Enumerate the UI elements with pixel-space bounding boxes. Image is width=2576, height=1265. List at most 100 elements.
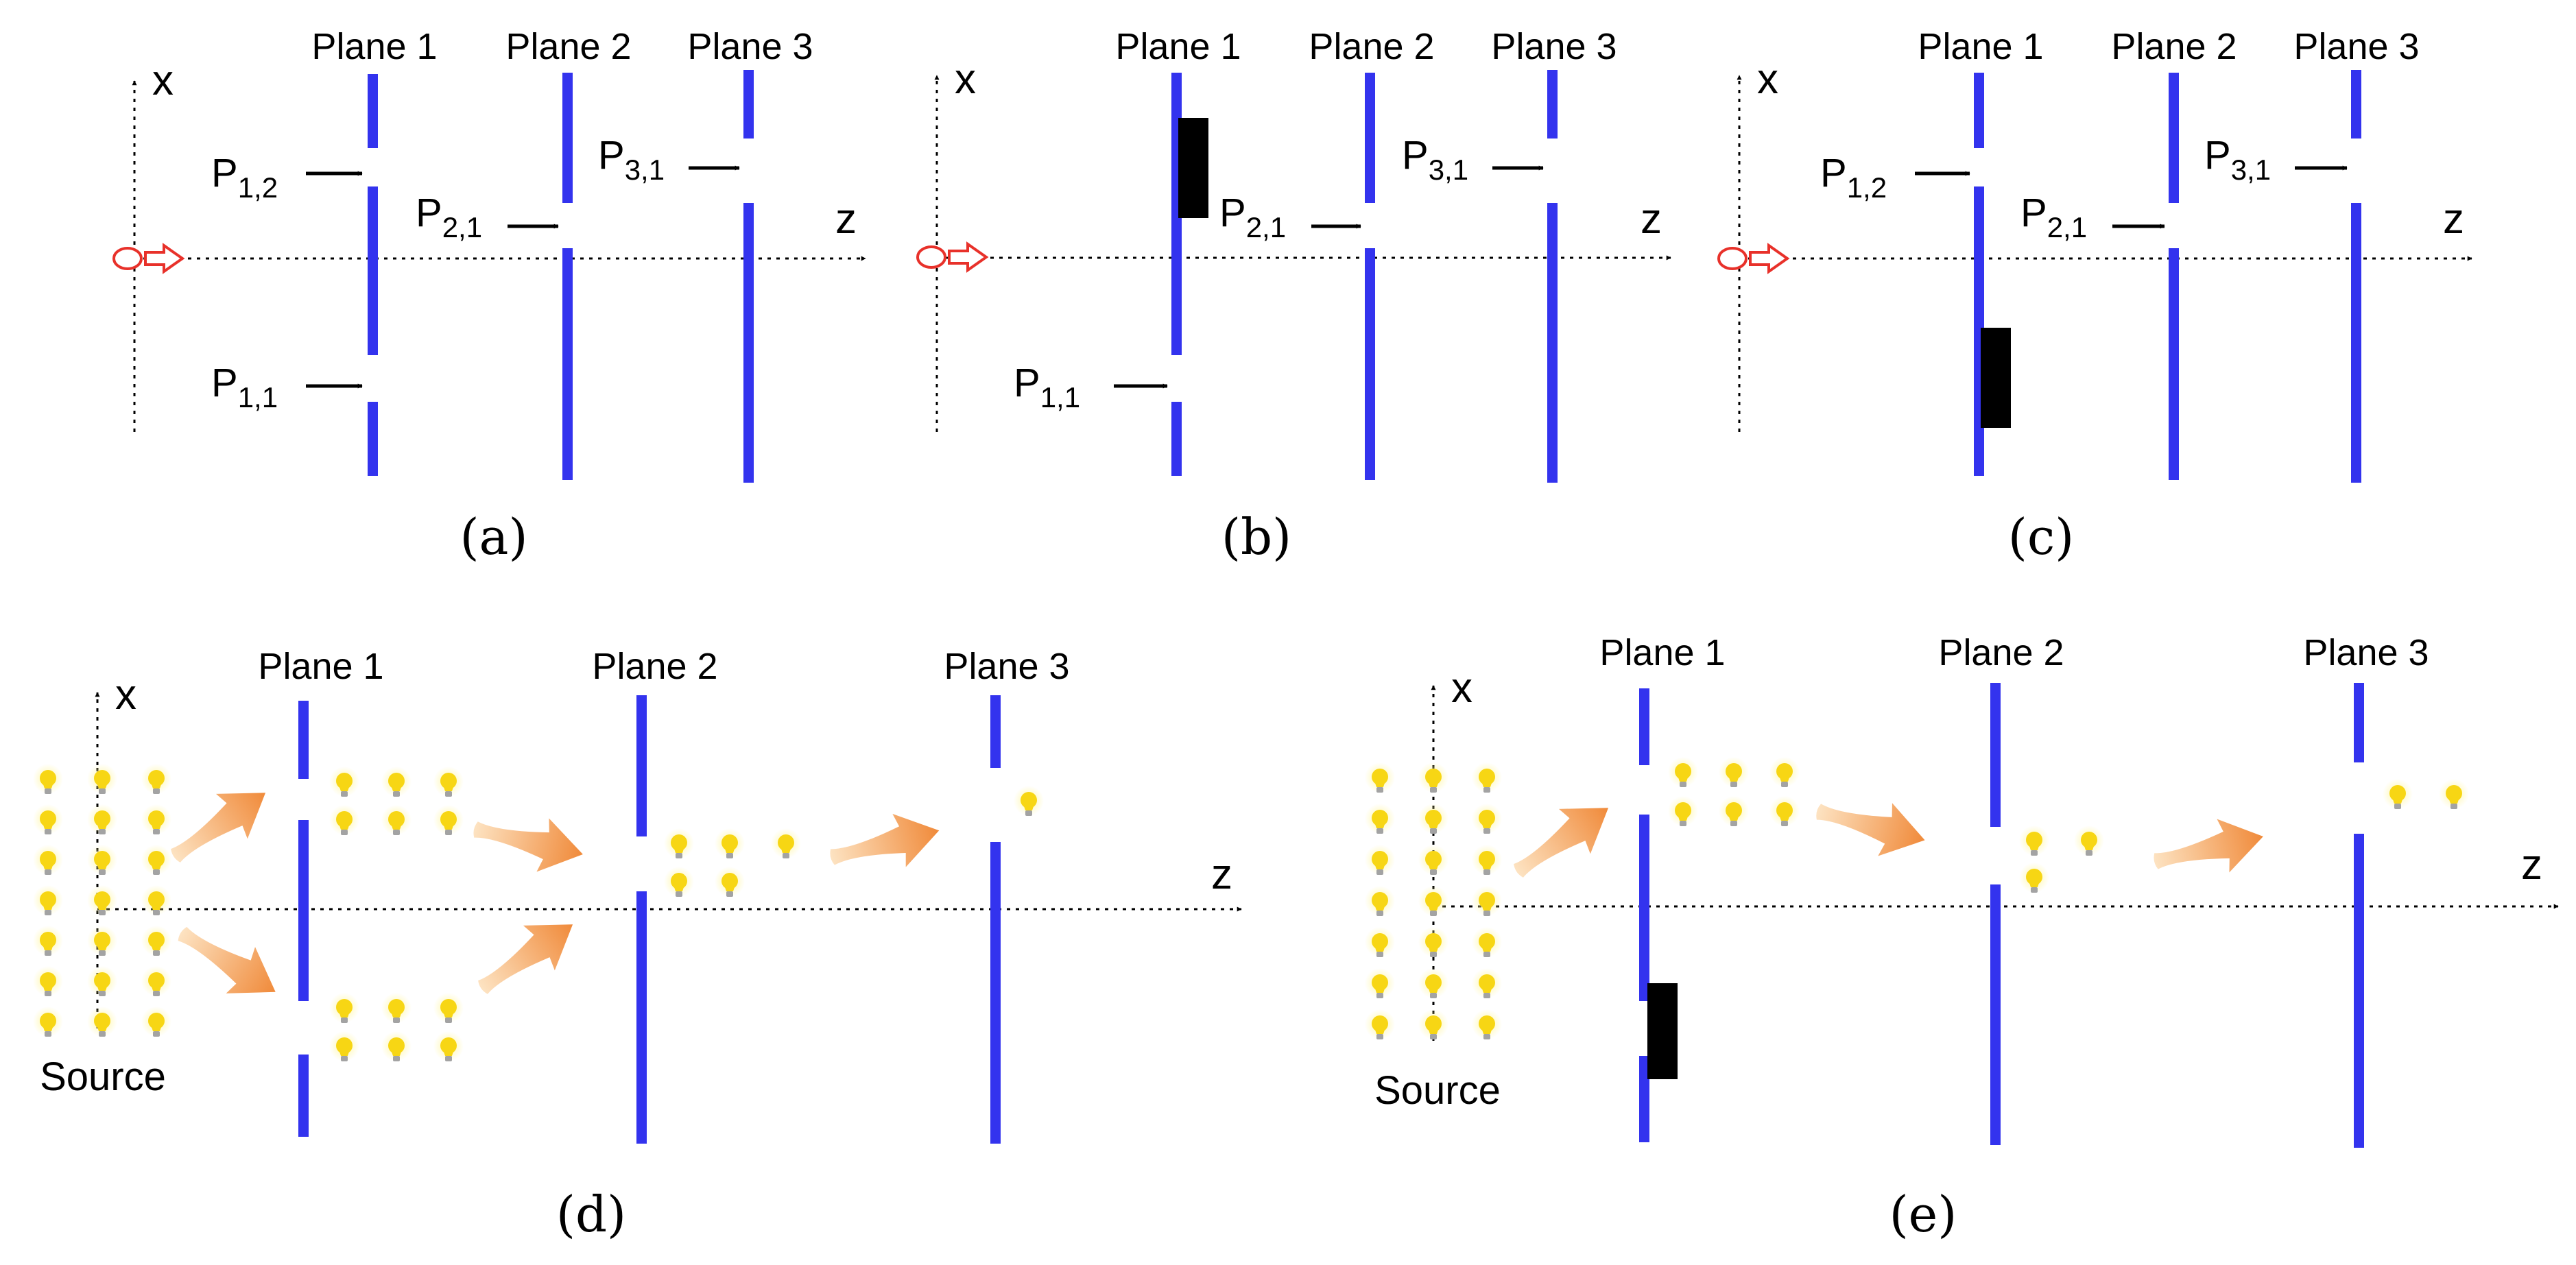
light-bulb-icon [1418,886,1448,916]
plane-segment [1990,683,2001,827]
beam-arrow-icon [1501,785,1625,895]
svg-text:P1,1: P1,1 [1014,361,1080,413]
light-bulb-icon [1418,762,1448,793]
plane-segment [368,186,378,355]
source-bulb-grid-d [33,764,171,1037]
light-bulb-icon [381,805,412,835]
light-bulb-icon [141,1007,171,1037]
plane-segment [298,701,309,779]
pinhole-label-p21-b: P2,1 [1219,191,1361,243]
svg-text:P1,2: P1,2 [211,151,278,204]
plane-segment [1990,884,2001,1145]
plane-2-label-a: Plane 2 [505,26,631,67]
plane-1-e [1639,688,1678,1142]
light-bulb-icon [1472,968,1502,998]
z-axis-label-e: z [2521,841,2542,889]
plane-segment [990,695,1001,768]
plane-segment [636,891,647,1144]
z-axis-label-d: z [1211,851,1232,898]
plane-2-a [562,73,573,480]
x-axis-label-b: x [955,56,976,103]
light-bulb-icon [87,966,117,996]
light-bulb-icon [1365,845,1395,875]
source-bulb-grid-e [1365,762,1502,1039]
plane-3-label-d: Plane 3 [944,646,1069,687]
light-bulb-icon [2383,779,2413,809]
plane-2-d [636,695,647,1144]
plane-3-b [1547,70,1558,483]
blocker-block-c [1981,328,2011,428]
light-bulb-icon [33,885,63,915]
plane-3-label-c: Plane 3 [2293,26,2419,67]
beam-arrow-icon [465,902,589,1011]
panel-a: x z Plane 1 Plane 2 Plane 3 P1,2 P1,1 [112,26,866,566]
plane-2-label-b: Plane 2 [1309,26,1434,67]
light-bulb-icon [664,867,694,897]
light-bulb-icon [1668,796,1698,826]
light-bulb-icon [87,845,117,875]
light-bulb-icon [2019,863,2049,893]
light-bulb-icon [381,1031,412,1061]
light-bulb-icon [87,1007,117,1037]
panel-d: x z Source Plane 1 Plane 2 Plane 3 (d) [33,646,1242,1243]
panel-e: x z Source Plane 1 Plane 2 Plane 3 (e) [1365,632,2559,1243]
plane-segment [1547,70,1558,138]
plane-2-label-d: Plane 2 [592,646,717,687]
blocker-block-b [1178,118,1208,218]
z-axis-label-a: z [835,195,857,243]
pinhole-label-p12-a: P1,2 [211,151,363,204]
light-bulb-icon [433,767,464,797]
light-bulb-icon [141,845,171,875]
light-bulb-icon [715,867,745,897]
plane-segment [1171,402,1182,476]
plane-3-a [743,70,754,483]
light-bulb-icon [1014,786,1044,816]
blocker-block-e [1647,983,1678,1079]
caption-a: (a) [460,508,527,566]
light-bulb-icon [1719,757,1749,787]
light-bulb-icon [1769,757,1800,787]
plane-segment [2169,73,2179,203]
light-bulb-icon [1472,762,1502,793]
source-label-e: Source [1374,1068,1501,1113]
panel-b: x z Plane 1 Plane 2 Plane 3 P1,1 P2,1 [916,26,1671,566]
svg-text:P2,1: P2,1 [1219,191,1286,243]
light-bulb-icon [329,767,359,797]
plane-1-label-b: Plane 1 [1115,26,1241,67]
plane-1-c [1974,73,2011,476]
plane-segment [2351,70,2361,138]
light-bulb-icon [33,845,63,875]
panel-c: x z Plane 1 Plane 2 Plane 3 P1,2 P2,1 [1717,26,2472,566]
light-bulb-icon [715,828,745,858]
plane-3-c [2351,70,2361,483]
light-bulb-icon [1365,927,1395,957]
source-icon-a [112,244,184,273]
light-bulb-icon [141,764,171,794]
light-bulb-icon [771,828,801,858]
light-bulb-icon [1418,845,1448,875]
plane-2-b [1365,73,1375,480]
light-bulb-icon [381,993,412,1023]
plane-segment [1365,248,1375,480]
light-bulb-icon [87,804,117,834]
pinhole-label-p21-c: P2,1 [2020,191,2165,243]
plane-3-label-b: Plane 3 [1491,26,1617,67]
plane-segment [2351,203,2361,483]
source-icon-b [916,243,988,272]
light-bulb-icon [1668,757,1698,787]
plane-segment [743,203,754,483]
plane-segment [298,820,309,1001]
light-bulb-icon [1719,796,1749,826]
plane-segment [368,74,378,148]
pinhole-label-p21-a: P2,1 [416,191,559,243]
plane-1-label-c: Plane 1 [1918,26,2043,67]
light-bulb-icon [2019,826,2049,856]
beam-arrow-icon [824,804,946,884]
light-bulb-icon [1418,968,1448,998]
light-bulb-icon [33,1007,63,1037]
plane-segment [1639,1056,1649,1142]
light-bulb-icon [141,926,171,956]
light-bulb-icon [87,926,117,956]
plane-segment [743,70,754,138]
